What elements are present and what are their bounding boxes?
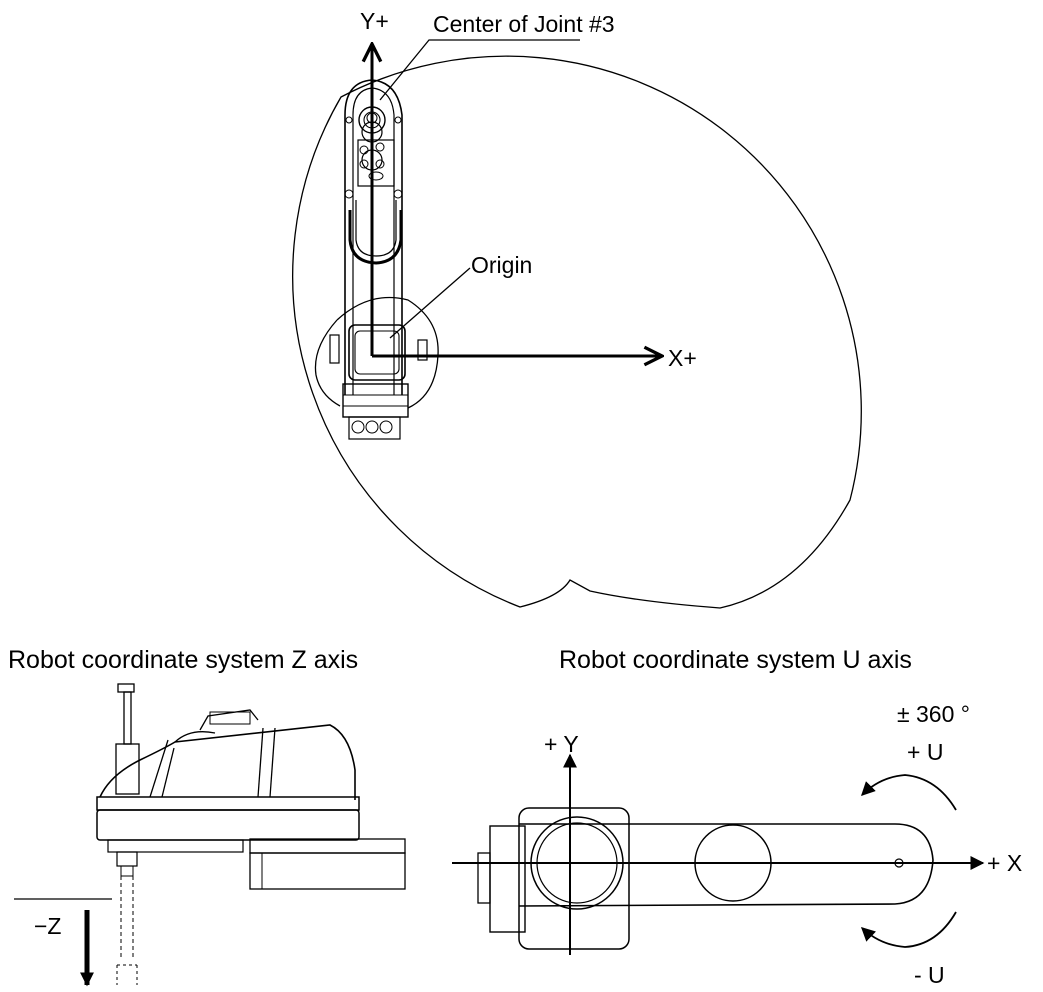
z-axis-caption: Robot coordinate system Z axis [8, 646, 358, 674]
minus-u-rotation-arrow [860, 911, 957, 948]
label-joint3-center: Center of Joint #3 [433, 11, 615, 37]
work-envelope-outline [292, 55, 862, 609]
robot-side-view [96, 683, 406, 985]
u-axis-caption: Robot coordinate system U axis [559, 646, 912, 674]
label-minus-z: −Z [34, 913, 61, 939]
u-axis-view: Robot coordinate system U axis + Y + X ±… [452, 646, 1022, 988]
label-minus-u: - U [914, 962, 945, 987]
plus-u-rotation-arrow [861, 774, 957, 811]
robot-arm-u-view [477, 807, 934, 950]
label-plus-x: + X [987, 850, 1022, 876]
origin-leader-line [389, 267, 471, 339]
label-y-plus: Y+ [360, 8, 389, 34]
z-axis-view: Robot coordinate system Z axis [8, 646, 406, 987]
joint3-leader-line [379, 39, 580, 101]
label-plus-u: + U [907, 739, 943, 765]
top-view: Y+ Center of Joint #3 Origin X+ [292, 8, 862, 609]
robot-base [314, 296, 439, 440]
label-plus-y: + Y [544, 731, 579, 757]
label-rotation-range: ± 360 ° [897, 701, 970, 727]
label-x-plus: X+ [668, 345, 697, 371]
label-origin: Origin [471, 252, 532, 278]
robot-arm-top [344, 79, 406, 395]
